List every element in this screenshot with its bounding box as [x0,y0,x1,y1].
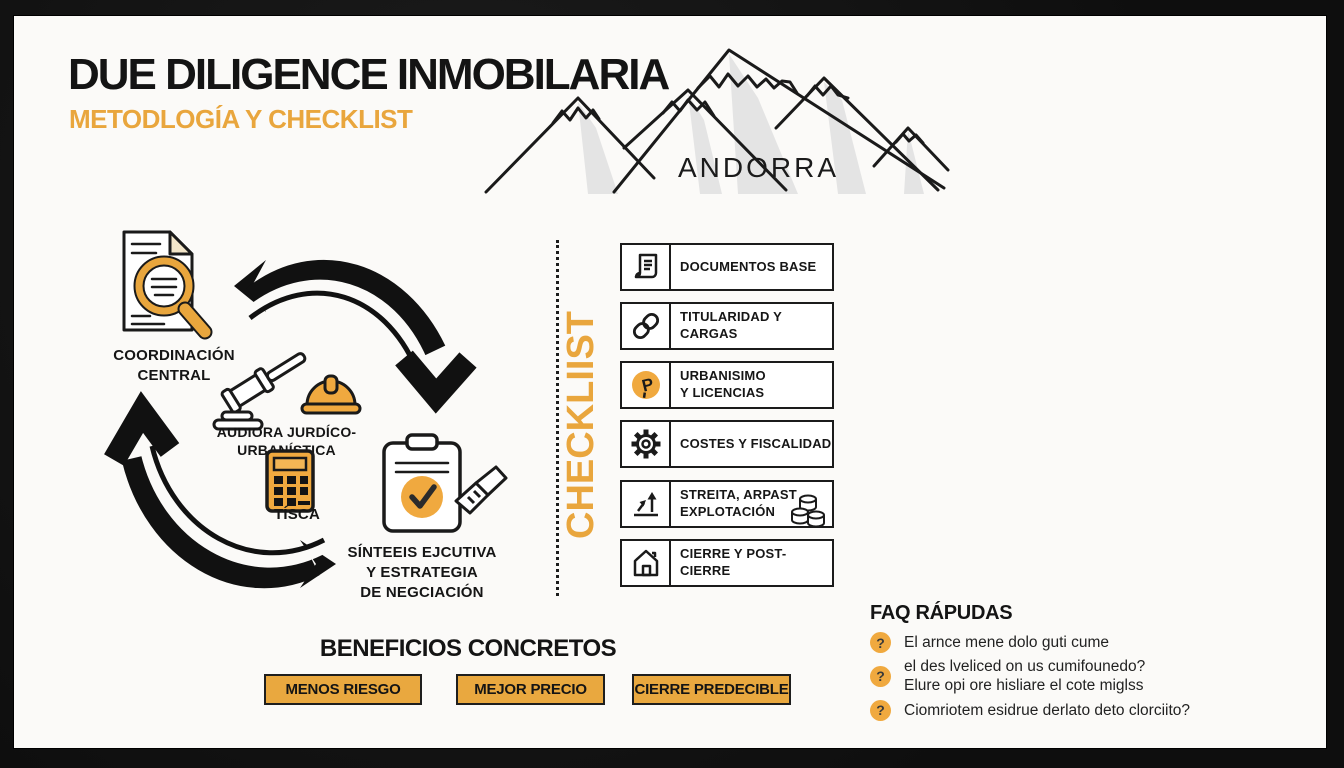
scroll-icon [622,245,671,289]
coins-icon [788,492,830,530]
cycle-arrow-counterclockwise-icon [104,391,336,589]
hardhat-icon [300,374,362,415]
checklist-item: TITULARIDAD Y CARGAS [620,302,834,350]
faq-item: ? El arnce mene dolo guti cume [870,632,1215,653]
question-mark-icon: ? [870,665,891,687]
benefit-badge-cierre-predecible: CIERRE PREDECIBLE [632,674,791,705]
cycle-arrow-clockwise-icon [234,259,477,414]
checklist-item: COSTES Y FISCALIDAD [620,420,834,468]
poster-canvas: DUE DILIGENCE INMOBILARIA METODLOGÍA Y C… [14,16,1326,748]
benefit-badge-mejor-precio: MEJOR PRECIO [456,674,605,705]
checklist-item: P URBANISIMO Y LICENCIAS [620,361,834,409]
trend-arrows-icon [622,482,671,526]
faq-item: ? Ciomriotem esidrue derlato deto clorci… [870,699,1215,721]
mountains-illustration [484,48,950,194]
checklist-vertical-title: CHECKLIIST [560,311,602,539]
question-mark-icon: ? [870,632,891,653]
checklist-item-label: STREITA, ARPAST EXPLOTACIÓN [680,487,797,519]
document-magnifier-icon [122,230,213,340]
region-label: ANDORRA [678,152,840,183]
checklist-item-label: COSTES Y FISCALIDAD [680,435,832,451]
benefit-badge-menos-riesgo: MENOS RIESGO [264,674,422,705]
checklist-item-label: URBANISIMO Y LICENCIAS [680,368,766,400]
faq-item-text: El arnce mene dolo guti cume [904,633,1110,651]
checklist-item: CIERRE Y POST-CIERRE [620,539,834,587]
faq-item: ? el des lveliced on us cumifounedo? Elu… [870,657,1215,696]
house-icon [622,541,671,585]
checklist-item-label: TITULARIDAD Y CARGAS [680,309,783,341]
checklist-item: STREITA, ARPAST EXPLOTACIÓN [620,480,834,528]
benefits-title: BENEFICIOS CONCRETOS [319,635,617,662]
checklist-item-label: DOCUMENTOS BASE [680,258,817,274]
calculator-icon [265,449,315,513]
faq-section: FAQ RÁPUDAS ? El arnce mene dolo guti cu… [870,602,1215,725]
faq-item-text: Ciomriotem esidrue derlato deto clorciit… [904,701,1191,719]
faq-item-text: el des lveliced on us cumifounedo? Elure… [904,658,1146,695]
gavel-icon [212,352,307,431]
checklist-item-label: CIERRE Y POST-CIERRE [680,546,787,578]
coordination-central-label: COORDINACIÓN CENTRAL [113,347,235,384]
question-mark-icon: ? [870,699,891,721]
fiscal-label: TÍSCA [274,506,320,523]
gear-icon [622,422,671,466]
checklist-item: DOCUMENTOS BASE [620,243,834,291]
page-title: DUE DILIGENCE INMOBILARIA [68,50,670,99]
svg-text:P: P [639,374,655,395]
chain-icon [622,304,671,348]
clipboard-check-handshake-icon [382,433,508,533]
signpost-circle-icon: P [622,363,671,407]
dotted-divider [556,240,559,596]
page-subtitle: METODLOGÍA Y CHECKLIST [69,104,413,134]
faq-title: FAQ RÁPUDAS [870,602,1013,624]
synthesis-label: SÍNTEEIS EJCUTIVA Y ESTRATEGIA DE NEGCIA… [347,544,497,601]
